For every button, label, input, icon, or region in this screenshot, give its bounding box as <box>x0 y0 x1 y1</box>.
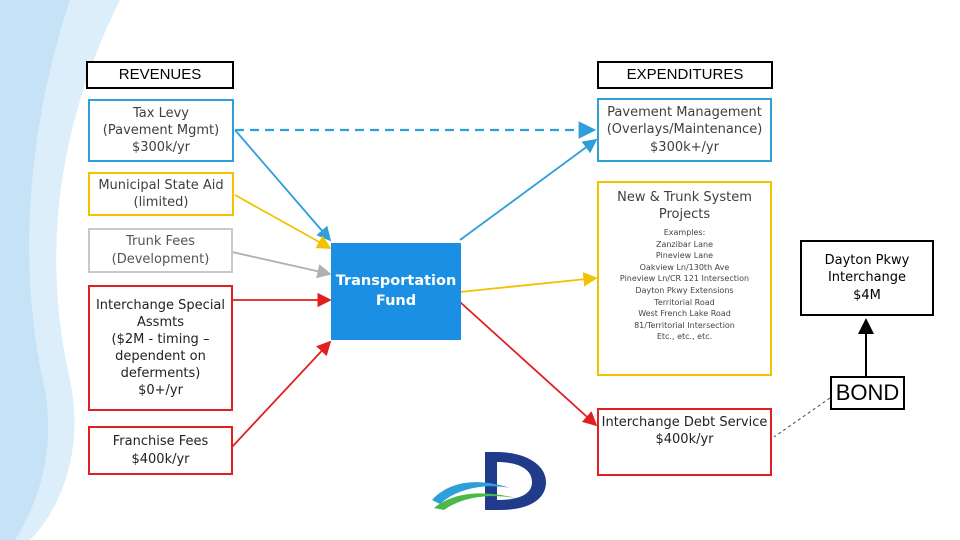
interchange-line-5: deferments) <box>120 366 201 382</box>
tax-levy-line-1: Tax Levy <box>133 105 189 121</box>
example-item: Zanzibar Lane <box>655 239 714 249</box>
expenditures-header: EXPENDITURES <box>597 61 773 89</box>
bond-to-debt-line <box>773 397 831 438</box>
msa-line-2: (limited) <box>133 195 189 210</box>
fund-to-pavement-arrow <box>459 138 598 241</box>
trunk-to-fund-arrow <box>231 251 332 279</box>
pavement-line-3: $300k+/yr <box>650 139 719 155</box>
tax-levy-line-3: $300k/yr <box>131 140 191 156</box>
fund-to-debt-arrow <box>459 301 598 427</box>
franchise-fees-box: Franchise Fees $400k/yr <box>88 426 233 475</box>
revenues-header-label: REVENUES <box>118 66 202 84</box>
pavement-line-2: (Overlays/Maintenance) <box>606 122 763 138</box>
example-item: Pineview Ln/CR 121 Intersection <box>619 274 750 284</box>
bond-label: BOND <box>835 380 900 406</box>
trunk-fees-line-1: Trunk Fees <box>125 234 196 250</box>
debt-service-line-1: Interchange Debt Service <box>601 415 768 430</box>
dayton-interchange-box: Dayton Pkwy Interchange $4M <box>800 240 934 316</box>
projects-line-2: Projects <box>658 207 711 223</box>
franchise-to-fund-arrow <box>231 340 332 448</box>
example-item: Examples: <box>663 228 706 237</box>
interchange-assessments-box: Interchange Special Assmts ($2M - timing… <box>88 285 233 411</box>
example-item: Etc., etc., etc. <box>656 332 713 342</box>
trunk-fees-box: Trunk Fees (Development) <box>88 228 233 273</box>
msa-box: Municipal State Aid (limited) <box>88 172 234 216</box>
new-trunk-projects-box: New & Trunk System Projects Examples: Za… <box>597 181 772 376</box>
tax-to-fund-arrow <box>234 129 332 242</box>
example-item: West French Lake Road <box>638 309 731 319</box>
dayton-line-1: Dayton Pkwy <box>824 253 910 269</box>
expenditures-header-label: EXPENDITURES <box>626 66 744 84</box>
example-item: Pineview Lane <box>655 251 714 261</box>
projects-line-1: New & Trunk System <box>617 190 752 205</box>
fund-line-1: Transportation <box>335 273 457 290</box>
dayton-line-3: $4M <box>853 287 881 303</box>
tax-levy-box: Tax Levy (Pavement Mgmt) $300k/yr <box>88 99 234 162</box>
dayton-line-2: Interchange <box>827 270 907 286</box>
debt-service-box: Interchange Debt Service $400k/yr <box>597 408 772 476</box>
interchange-line-1: Interchange Special <box>95 297 226 313</box>
pavement-management-box: Pavement Management (Overlays/Maintenanc… <box>597 98 772 162</box>
revenues-header: REVENUES <box>86 61 234 89</box>
transportation-fund-box: Transportation Fund <box>331 243 461 340</box>
city-logo-icon <box>432 452 546 510</box>
interchange-line-2: Assmts <box>137 314 184 330</box>
franchise-line-2: $400k/yr <box>131 451 190 467</box>
fund-line-2: Fund <box>375 292 417 309</box>
example-item: 81/Territorial Intersection <box>634 320 735 330</box>
examples-list: Examples: Zanzibar Lane Pineview Lane Oa… <box>599 227 770 343</box>
example-item: Oakview Ln/130th Ave <box>639 262 730 272</box>
msa-line-1: Municipal State Aid <box>98 177 224 193</box>
fund-to-projects-arrow <box>459 272 598 293</box>
pavement-line-1: Pavement Management <box>607 105 762 121</box>
trunk-fees-line-2: (Development) <box>111 251 210 267</box>
msa-to-fund-arrow <box>234 194 332 249</box>
background-swoosh <box>0 0 120 540</box>
bond-box: BOND <box>830 376 905 410</box>
example-item: Dayton Pkwy Extensions <box>635 285 734 295</box>
debt-service-line-2: $400k/yr <box>655 432 714 448</box>
example-item: Territorial Road <box>654 297 715 307</box>
interchange-line-6: $0+/yr <box>138 383 183 399</box>
interchange-line-3: ($2M - timing – <box>111 331 210 347</box>
interchange-line-4: dependent on <box>115 349 206 364</box>
franchise-line-1: Franchise Fees <box>112 434 209 450</box>
tax-levy-line-2: (Pavement Mgmt) <box>102 122 220 138</box>
